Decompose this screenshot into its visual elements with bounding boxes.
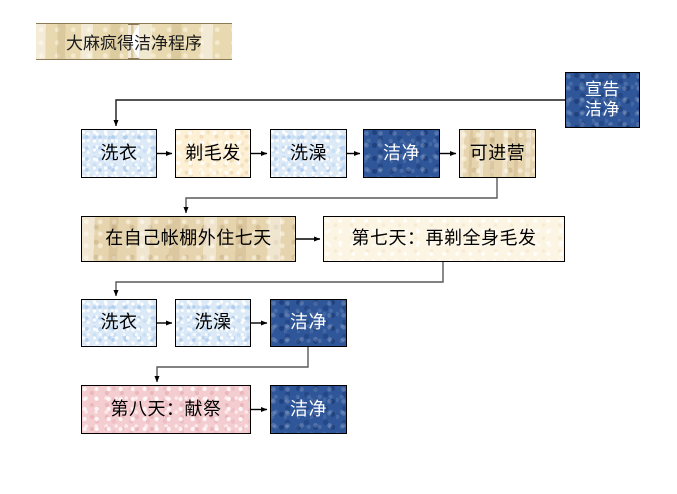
- banner-notch-right: [129, 24, 139, 59]
- node-row1-bathe[interactable]: 洗澡: [270, 129, 347, 178]
- edge-camp-to-tent: [183, 178, 498, 214]
- node-row3-wash-clothes[interactable]: 洗衣: [81, 299, 157, 347]
- node-row1-shave-hair[interactable]: 剃毛发: [175, 129, 251, 178]
- edge-clean3-to-day8: [154, 347, 309, 383]
- node-row2-day7-shave-all[interactable]: 第七天：再剃全身毛发: [323, 216, 565, 262]
- node-row2-stay-outside-tent[interactable]: 在自己帐棚外住七天: [81, 216, 296, 262]
- edge-declare-to-wash1: [113, 99, 565, 127]
- page-title: 大麻疯得洁净程序: [66, 34, 202, 54]
- edge-day7-to-wash2: [113, 262, 444, 297]
- node-row4-day8-offering[interactable]: 第八天：献祭: [81, 385, 251, 434]
- node-row3-clean[interactable]: 洁净: [270, 299, 347, 347]
- node-row1-may-enter-camp[interactable]: 可进营: [459, 129, 536, 178]
- diagram-title-banner: 大麻疯得洁净程序: [36, 23, 232, 60]
- node-declare-clean[interactable]: 宣告 洁净: [565, 72, 640, 128]
- node-row1-wash-clothes[interactable]: 洗衣: [81, 129, 157, 178]
- node-row1-clean[interactable]: 洁净: [363, 129, 440, 178]
- node-row3-bathe[interactable]: 洗澡: [175, 299, 251, 347]
- node-row4-clean[interactable]: 洁净: [270, 385, 347, 434]
